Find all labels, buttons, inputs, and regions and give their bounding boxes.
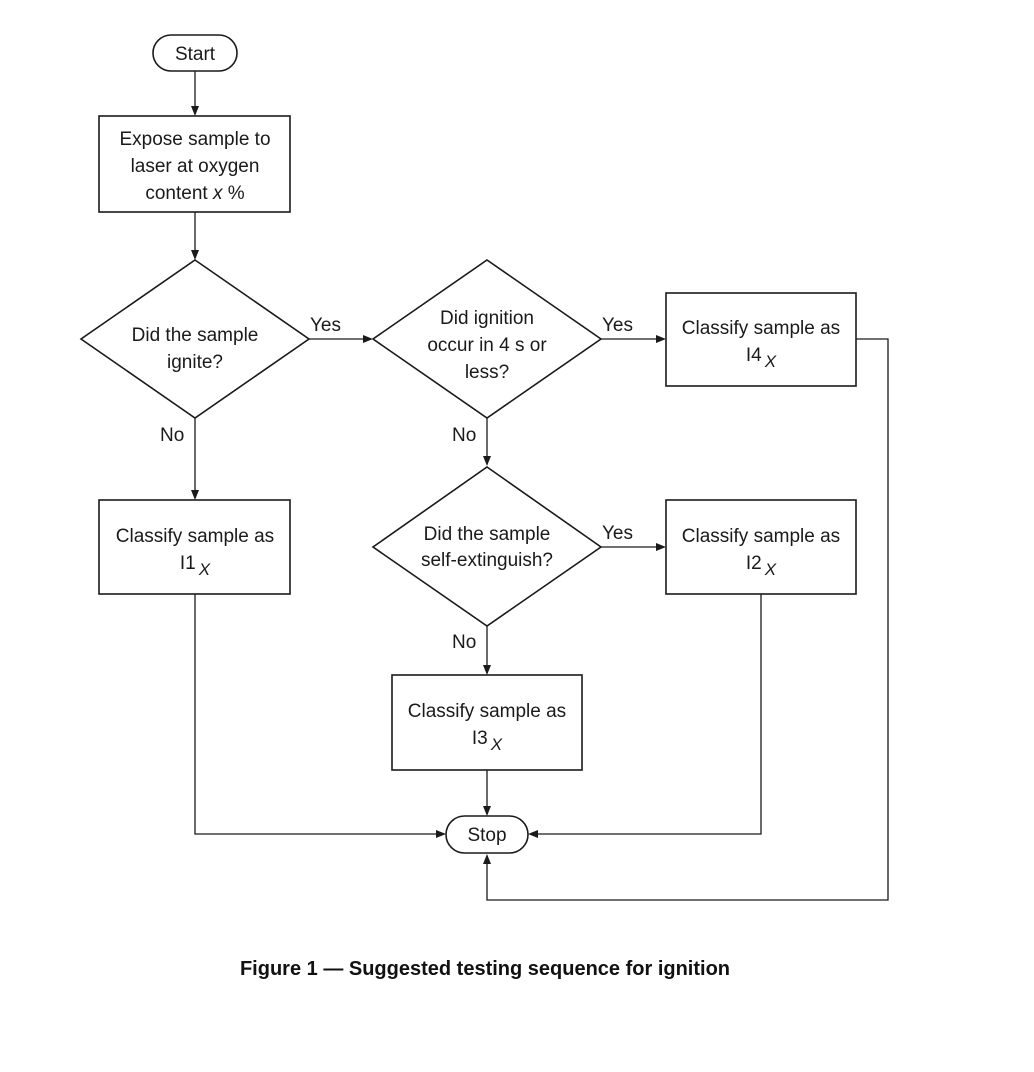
i1-line-1: Classify sample as xyxy=(116,526,274,547)
edge-label-extinguish-no: No xyxy=(452,632,476,653)
arrowhead xyxy=(436,830,446,838)
extinguish-line-1: Did the sample xyxy=(424,524,551,545)
arrowhead xyxy=(483,456,491,466)
edge-i1-to-stop xyxy=(194,594,436,835)
edge-i4-to-stop xyxy=(486,338,889,901)
start-label: Start xyxy=(175,44,216,65)
edge-label-extinguish-yes: Yes xyxy=(602,523,633,544)
ignite-line-1: Did the sample xyxy=(132,325,259,346)
i3-line-1: Classify sample as xyxy=(408,701,566,722)
expose-line-1: Expose sample to xyxy=(119,129,270,150)
stop-terminator: Stop xyxy=(445,815,529,854)
extinguish-line-2: self-extinguish? xyxy=(421,550,553,571)
arrowhead xyxy=(191,106,199,116)
decision-ignition-time: Did ignition occur in 4 s or less? xyxy=(371,259,603,419)
expose-line-3: content x % xyxy=(145,183,244,204)
expose-sample-box: Expose sample to laser at oxygen content… xyxy=(98,115,291,213)
time-line-1: Did ignition xyxy=(440,308,534,329)
connectors xyxy=(191,71,889,901)
ignite-line-2: ignite? xyxy=(167,352,223,373)
i2-line-1: Classify sample as xyxy=(682,526,840,547)
edge-label-ignite-no: No xyxy=(160,425,184,446)
i4-line-1: Classify sample as xyxy=(682,318,840,339)
decision-ignite: Did the sample ignite? xyxy=(79,259,311,419)
arrowhead xyxy=(483,806,491,816)
arrowhead xyxy=(191,490,199,500)
edge-label-time-yes: Yes xyxy=(602,315,633,336)
arrowhead xyxy=(483,854,491,864)
edge-i2-to-stop xyxy=(538,594,762,835)
time-line-3: less? xyxy=(465,362,509,383)
stop-label: Stop xyxy=(467,825,506,846)
arrowhead xyxy=(483,665,491,675)
time-line-2: occur in 4 s or xyxy=(427,335,547,356)
figure-caption: Figure 1 — Suggested testing sequence fo… xyxy=(239,958,731,980)
edge-label-time-no: No xyxy=(452,425,476,446)
decision-self-extinguish: Did the sample self-extinguish? xyxy=(371,466,603,627)
edge-label-ignite-yes: Yes xyxy=(310,315,341,336)
edge-labels: Yes No Yes No Yes No xyxy=(160,315,633,653)
start-terminator: Start xyxy=(152,34,238,72)
arrowhead xyxy=(656,335,666,343)
arrowhead xyxy=(528,830,538,838)
arrowhead xyxy=(656,543,666,551)
arrowhead xyxy=(191,250,199,260)
arrowhead xyxy=(363,335,373,343)
expose-line-2: laser at oxygen xyxy=(131,156,260,177)
